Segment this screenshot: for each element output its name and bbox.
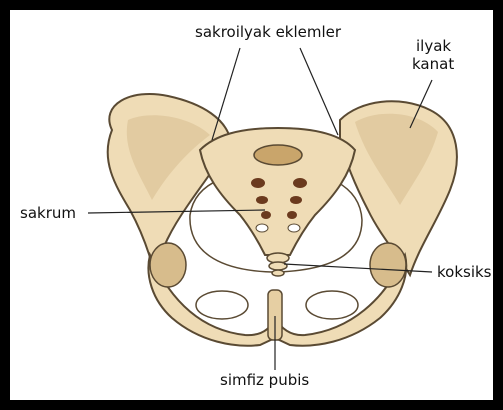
label-pubic-symphysis: simfiz pubis — [220, 372, 309, 389]
label-coccyx: koksiks — [437, 264, 492, 281]
leader-line-sacroiliac-right — [300, 48, 338, 135]
label-iliac-wing-line1: ilyak — [416, 38, 451, 55]
label-sacroiliac-joints: sakroilyak eklemler — [195, 24, 341, 41]
leader-line-sacroiliac-left — [212, 48, 240, 140]
label-sacrum: sakrum — [20, 205, 76, 222]
label-iliac-wing-line2: kanat — [412, 56, 454, 73]
